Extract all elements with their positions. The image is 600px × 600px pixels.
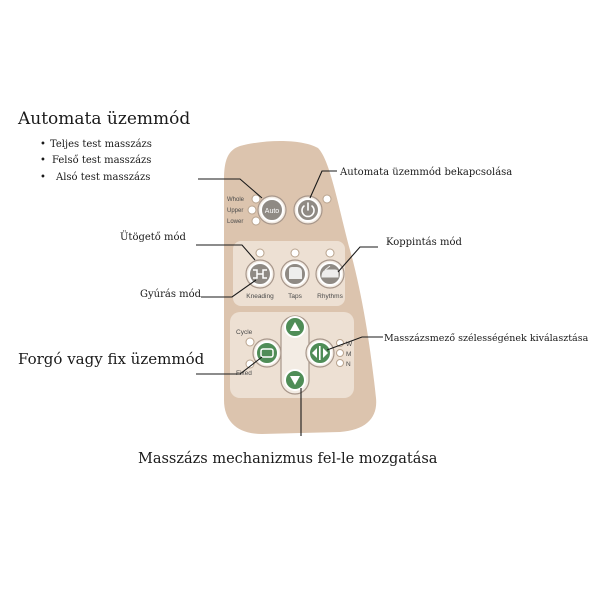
cycle-fixed-button[interactable] — [255, 341, 279, 365]
led-fixed — [245, 359, 255, 369]
kneading-label: Kneading — [246, 293, 274, 300]
arrow-down-icon — [290, 376, 300, 385]
led-taps — [290, 248, 300, 258]
n-label: N — [346, 361, 351, 368]
w-label: W — [346, 341, 353, 348]
auto-mode-title: Automata üzemmód — [17, 109, 190, 129]
leader-auto-mode — [198, 178, 263, 199]
led-m — [336, 349, 344, 357]
kneading-icon — [253, 269, 267, 279]
leader-width — [326, 336, 383, 351]
whole-label: Whole — [227, 197, 245, 203]
leader-knock-mode — [337, 246, 378, 273]
auto-item-whole: Teljes test masszázs — [50, 139, 152, 150]
mode-panel: Kneading Taps Rhythms — [233, 241, 345, 306]
led-kneading — [255, 248, 265, 258]
bullet-1: • — [40, 139, 46, 150]
bullet-2: • — [40, 155, 46, 166]
cycle-fixed-label-text: Forgó vagy fix üzemmód — [18, 350, 205, 368]
up-down-label: Masszázs mechanizmus fel-le mozgatása — [138, 451, 438, 467]
knock-mode-label: Koppintás mód — [386, 237, 462, 248]
auto-button-label: Auto — [265, 208, 280, 215]
taps-label: Taps — [288, 293, 302, 300]
led-power — [322, 194, 332, 204]
leader-cycle-fixed — [196, 356, 263, 375]
led-lower[interactable] — [251, 216, 261, 226]
cycle-fixed-icon — [260, 348, 274, 358]
auto-button[interactable] — [260, 198, 284, 222]
tap-mode-label: Ütögető mód — [120, 231, 187, 243]
power-icon — [301, 202, 315, 218]
width-arrows-icon — [312, 346, 328, 360]
arrow-up-icon — [290, 322, 300, 331]
cycle-label: Cycle — [236, 329, 253, 336]
rhythms-label: Rhythms — [317, 293, 343, 300]
taps-icon — [289, 267, 302, 279]
width-select-label: Masszázsmező szélességének kiválasztása — [384, 333, 589, 344]
lower-label: Lower — [227, 219, 243, 225]
m-label: M — [346, 351, 351, 358]
led-n — [336, 359, 344, 367]
bullet-3: • — [40, 172, 46, 183]
knead-mode-label: Gyúrás mód — [140, 289, 202, 300]
led-upper[interactable] — [247, 205, 257, 215]
led-cycle — [245, 337, 255, 347]
control-panel: Cycle Fixed W M N — [230, 312, 354, 398]
upper-label: Upper — [227, 208, 243, 214]
led-rhythms — [325, 248, 335, 258]
rhythms-icon — [321, 265, 339, 278]
fixed-label: Fixed — [236, 370, 252, 377]
auto-item-lower: Alsó test masszázs — [55, 172, 150, 183]
auto-section: Whole Upper Lower Auto — [227, 194, 332, 226]
auto-on-label: Automata üzemmód bekapcsolása — [339, 167, 512, 178]
leader-knead-mode — [201, 279, 257, 298]
leader-tap-mode — [196, 244, 256, 261]
led-whole[interactable] — [251, 194, 261, 204]
leader-auto-on — [309, 170, 337, 199]
auto-item-upper: Felső test masszázs — [52, 155, 151, 166]
